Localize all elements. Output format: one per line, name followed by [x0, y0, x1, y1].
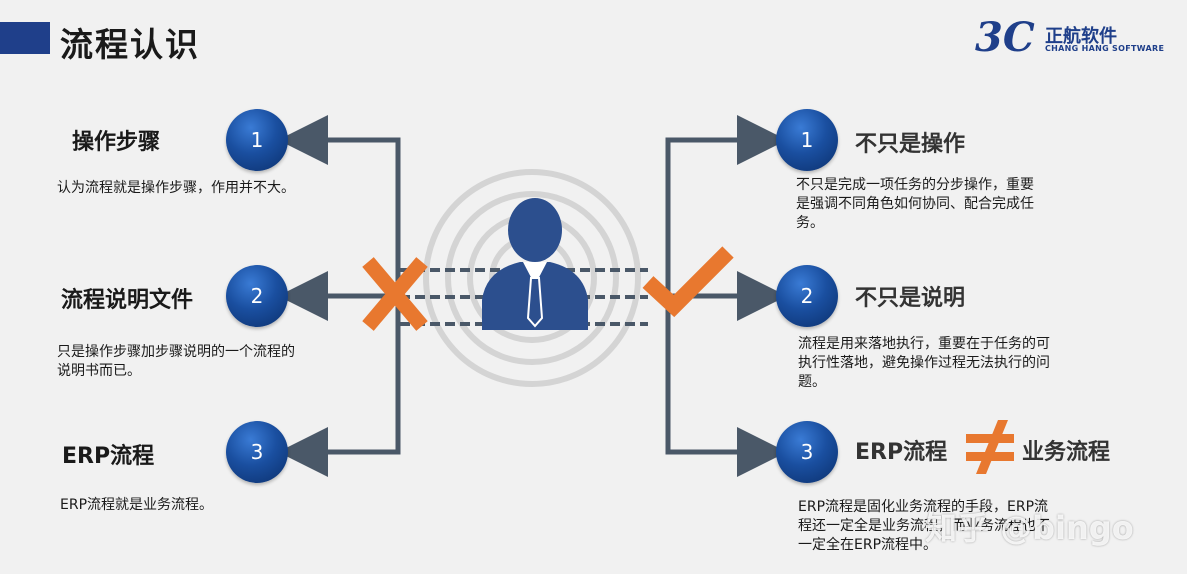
person-icon [482, 198, 588, 330]
left-step-1-label: 操作步骤 [72, 130, 161, 155]
desc-line: 流程是用来落地执行，重要在于任务的可 [798, 336, 1050, 352]
right-step-3-label-b: 业务流程 [1022, 440, 1111, 465]
desc-line: 是强调不同角色如何协同、配合完成任 [796, 196, 1034, 212]
right-step-1-label: 不只是操作 [855, 132, 966, 157]
right-step-1-desc: 不只是完成一项任务的分步操作，重要 是强调不同角色如何协同、配合完成任 务。 [796, 176, 1034, 233]
logo-mark: 3C [975, 14, 1035, 61]
left-step-2-label: 流程说明文件 [61, 288, 194, 313]
left-step-1-desc: 认为流程就是操作步骤，作用并不大。 [57, 180, 295, 196]
desc-line: 务。 [796, 215, 824, 231]
right-step-2-badge: 2 [776, 265, 838, 327]
right-step-2-label: 不只是说明 [855, 286, 966, 311]
left-step-3-label: ERP流程 [62, 444, 155, 469]
logo-subtitle: CHANG HANG SOFTWARE [1045, 44, 1165, 53]
logo-name: 正航软件 [1045, 26, 1117, 47]
right-step-2-desc: 流程是用来落地执行，重要在于任务的可 执行性落地，避免操作过程无法执行的问 题。 [798, 335, 1050, 392]
right-step-3-badge: 3 [776, 421, 838, 483]
left-step-2-badge: 2 [226, 265, 288, 327]
desc-line: 只是操作步骤加步骤说明的一个流程的 [57, 344, 295, 360]
left-connector [278, 115, 401, 477]
page-title: 流程认识 [60, 25, 200, 64]
title-accent-bar [0, 22, 50, 54]
left-step-1-badge: 1 [226, 109, 288, 171]
watermark: 知乎 @bingo [925, 509, 1134, 547]
desc-line: 说明书而已。 [57, 363, 141, 379]
desc-line: 程还一定全是业务流程，而业务流程也不 [798, 518, 1050, 534]
desc-line: 一定全在ERP流程中。 [798, 537, 938, 553]
desc-line: 执行性落地，避免操作过程无法执行的问 [798, 355, 1050, 371]
desc-line: 题。 [798, 374, 826, 390]
left-step-3-desc: ERP流程就是业务流程。 [60, 497, 214, 513]
not-equal-icon [966, 420, 1014, 474]
right-step-1-badge: 1 [776, 109, 838, 171]
left-step-3-badge: 3 [226, 421, 288, 483]
left-step-2-desc: 只是操作步骤加步骤说明的一个流程的 说明书而已。 [57, 343, 295, 381]
company-logo: 3C 正航软件 CHANG HANG SOFTWARE [975, 14, 1165, 64]
right-step-3-label-a: ERP流程 [855, 440, 948, 465]
check-icon [642, 246, 734, 318]
desc-line: 不只是完成一项任务的分步操作，重要 [796, 177, 1034, 193]
desc-line: ERP流程是固化业务流程的手段，ERP流 [798, 499, 1049, 515]
cross-icon [362, 257, 428, 331]
right-step-3-desc: ERP流程是固化业务流程的手段，ERP流 程还一定全是业务流程，而业务流程也不 … [798, 498, 1050, 555]
